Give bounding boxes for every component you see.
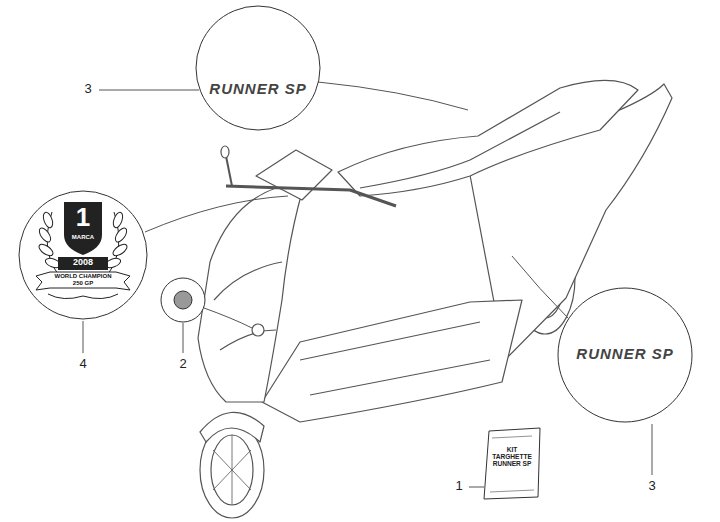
- callout-number: 1: [449, 479, 469, 493]
- mirror: [221, 146, 229, 158]
- seat: [338, 80, 638, 196]
- leader-line: [652, 424, 653, 475]
- circle-outline: [196, 6, 320, 130]
- mirror-stem: [226, 156, 232, 186]
- callout-number: 2: [173, 357, 193, 371]
- leader-line: [318, 82, 468, 110]
- emblem: [174, 291, 192, 309]
- leaf: [42, 211, 55, 229]
- callout-number: 3: [642, 479, 662, 493]
- emblem-spot: [252, 324, 264, 336]
- floorboard: [262, 300, 522, 422]
- decal-text: RUNNER SP: [195, 81, 321, 98]
- detail-circle: [161, 278, 205, 322]
- front-spokes: [213, 435, 251, 505]
- badge-number: 1: [18, 203, 148, 232]
- ribbon-text: WORLD CHAMPION 250 GP: [51, 273, 115, 286]
- leader-line: [469, 487, 484, 488]
- badge-detail-circle: 1MARCA 2008WORLD CHAMPION 250 GP: [18, 190, 148, 320]
- leader-line: [204, 308, 252, 328]
- ribbon: [36, 272, 130, 290]
- decal-kit-packet: KIT TARGHETTE RUNNER SP: [482, 428, 542, 500]
- callout-number: 3: [78, 82, 98, 96]
- shield-line: [214, 262, 282, 350]
- callout-number: 4: [73, 357, 93, 371]
- packet-text: KIT TARGHETTE RUNNER SP: [492, 446, 532, 468]
- leader-lines: [83, 82, 652, 487]
- circle-outline: [19, 191, 147, 319]
- leader-line: [512, 256, 568, 318]
- leaf: [37, 226, 53, 244]
- circle-outline: [195, 5, 321, 131]
- windscreen: [256, 150, 332, 200]
- decal-detail-circle: RUNNER SP: [195, 5, 321, 131]
- leaf: [113, 226, 129, 244]
- emblem-detail: [161, 278, 205, 322]
- decal-detail-circle: RUNNER SP: [557, 287, 693, 423]
- scroll: [48, 294, 118, 299]
- side-panel-line: [300, 322, 490, 395]
- leaf: [111, 242, 129, 258]
- leader-line: [99, 90, 199, 91]
- handlebar: [226, 186, 396, 206]
- badge-year: 2008: [18, 258, 148, 268]
- front-rim: [211, 435, 253, 505]
- decal-text: RUNNER SP: [557, 346, 693, 363]
- leader-line: [83, 321, 84, 353]
- badge-text: MARCA: [18, 234, 148, 241]
- scooter-body: [198, 80, 672, 518]
- leaf: [112, 211, 125, 229]
- leader-line: [145, 196, 288, 232]
- packet-outline: [484, 428, 540, 499]
- front-shield: [198, 188, 302, 402]
- leader-line: [183, 323, 184, 353]
- leaf: [37, 242, 55, 258]
- packet-line: [490, 436, 534, 492]
- front-fender: [200, 412, 264, 442]
- seat-line: [360, 112, 560, 188]
- circle-outline: [558, 288, 692, 422]
